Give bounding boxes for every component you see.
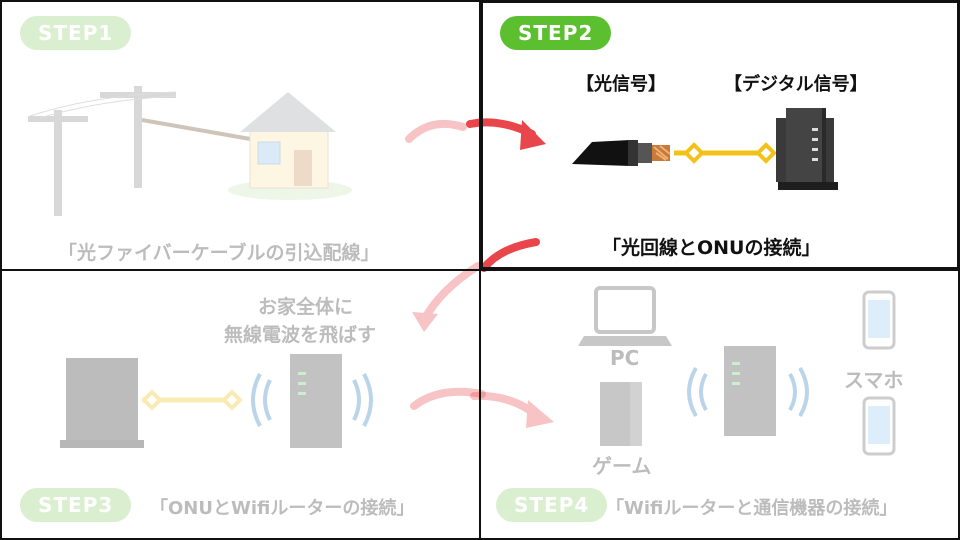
- broadcast-note-line1: お家全体に: [258, 296, 354, 318]
- step2-caption: 「光回線とONUの接続」: [602, 237, 821, 259]
- onu-to-router-illustration: [60, 262, 486, 448]
- step3-badge: STEP3: [20, 488, 132, 522]
- step1-caption: 「光ファイバーケーブルの引込配線」: [58, 242, 380, 264]
- step2-badge: STEP2: [500, 16, 612, 50]
- arrow-step1-to-step2: [405, 120, 467, 143]
- step4-caption: 「Wifiルーターと通信機器の接続」: [606, 498, 898, 519]
- pc-label: PC: [610, 346, 640, 370]
- broadcast-note-line2: 無線電波を飛ばす: [224, 324, 377, 346]
- step1-badge: STEP1: [20, 16, 132, 50]
- step2-panel: STEP2 【光信号】 【デジタル信号】: [466, 0, 960, 272]
- step4-badge: STEP4: [496, 488, 608, 522]
- game-label: ゲーム: [592, 454, 652, 478]
- step3-panel: お家全体に 無線電波を飛ばす: [0, 262, 486, 540]
- step1-panel: STEP1 「光ファイバーケーブルの引込配線: [0, 0, 480, 270]
- step4-panel: PC ゲーム スマホ STEP4 「Wifiルーターと通信機器の接続」: [470, 270, 960, 540]
- router-to-devices-illustration: [470, 286, 896, 456]
- step3-caption: 「ONUとWifiルーターの接続」: [150, 498, 415, 519]
- grid-divider-horizontal: [0, 269, 960, 271]
- utility-pole-and-house-illustration: [28, 86, 352, 216]
- smartphone-label: スマホ: [844, 368, 904, 392]
- optical-signal-label: 【光信号】: [576, 74, 666, 95]
- digital-signal-label: 【デジタル信号】: [724, 74, 868, 95]
- fiber-to-onu-illustration: [466, 108, 838, 272]
